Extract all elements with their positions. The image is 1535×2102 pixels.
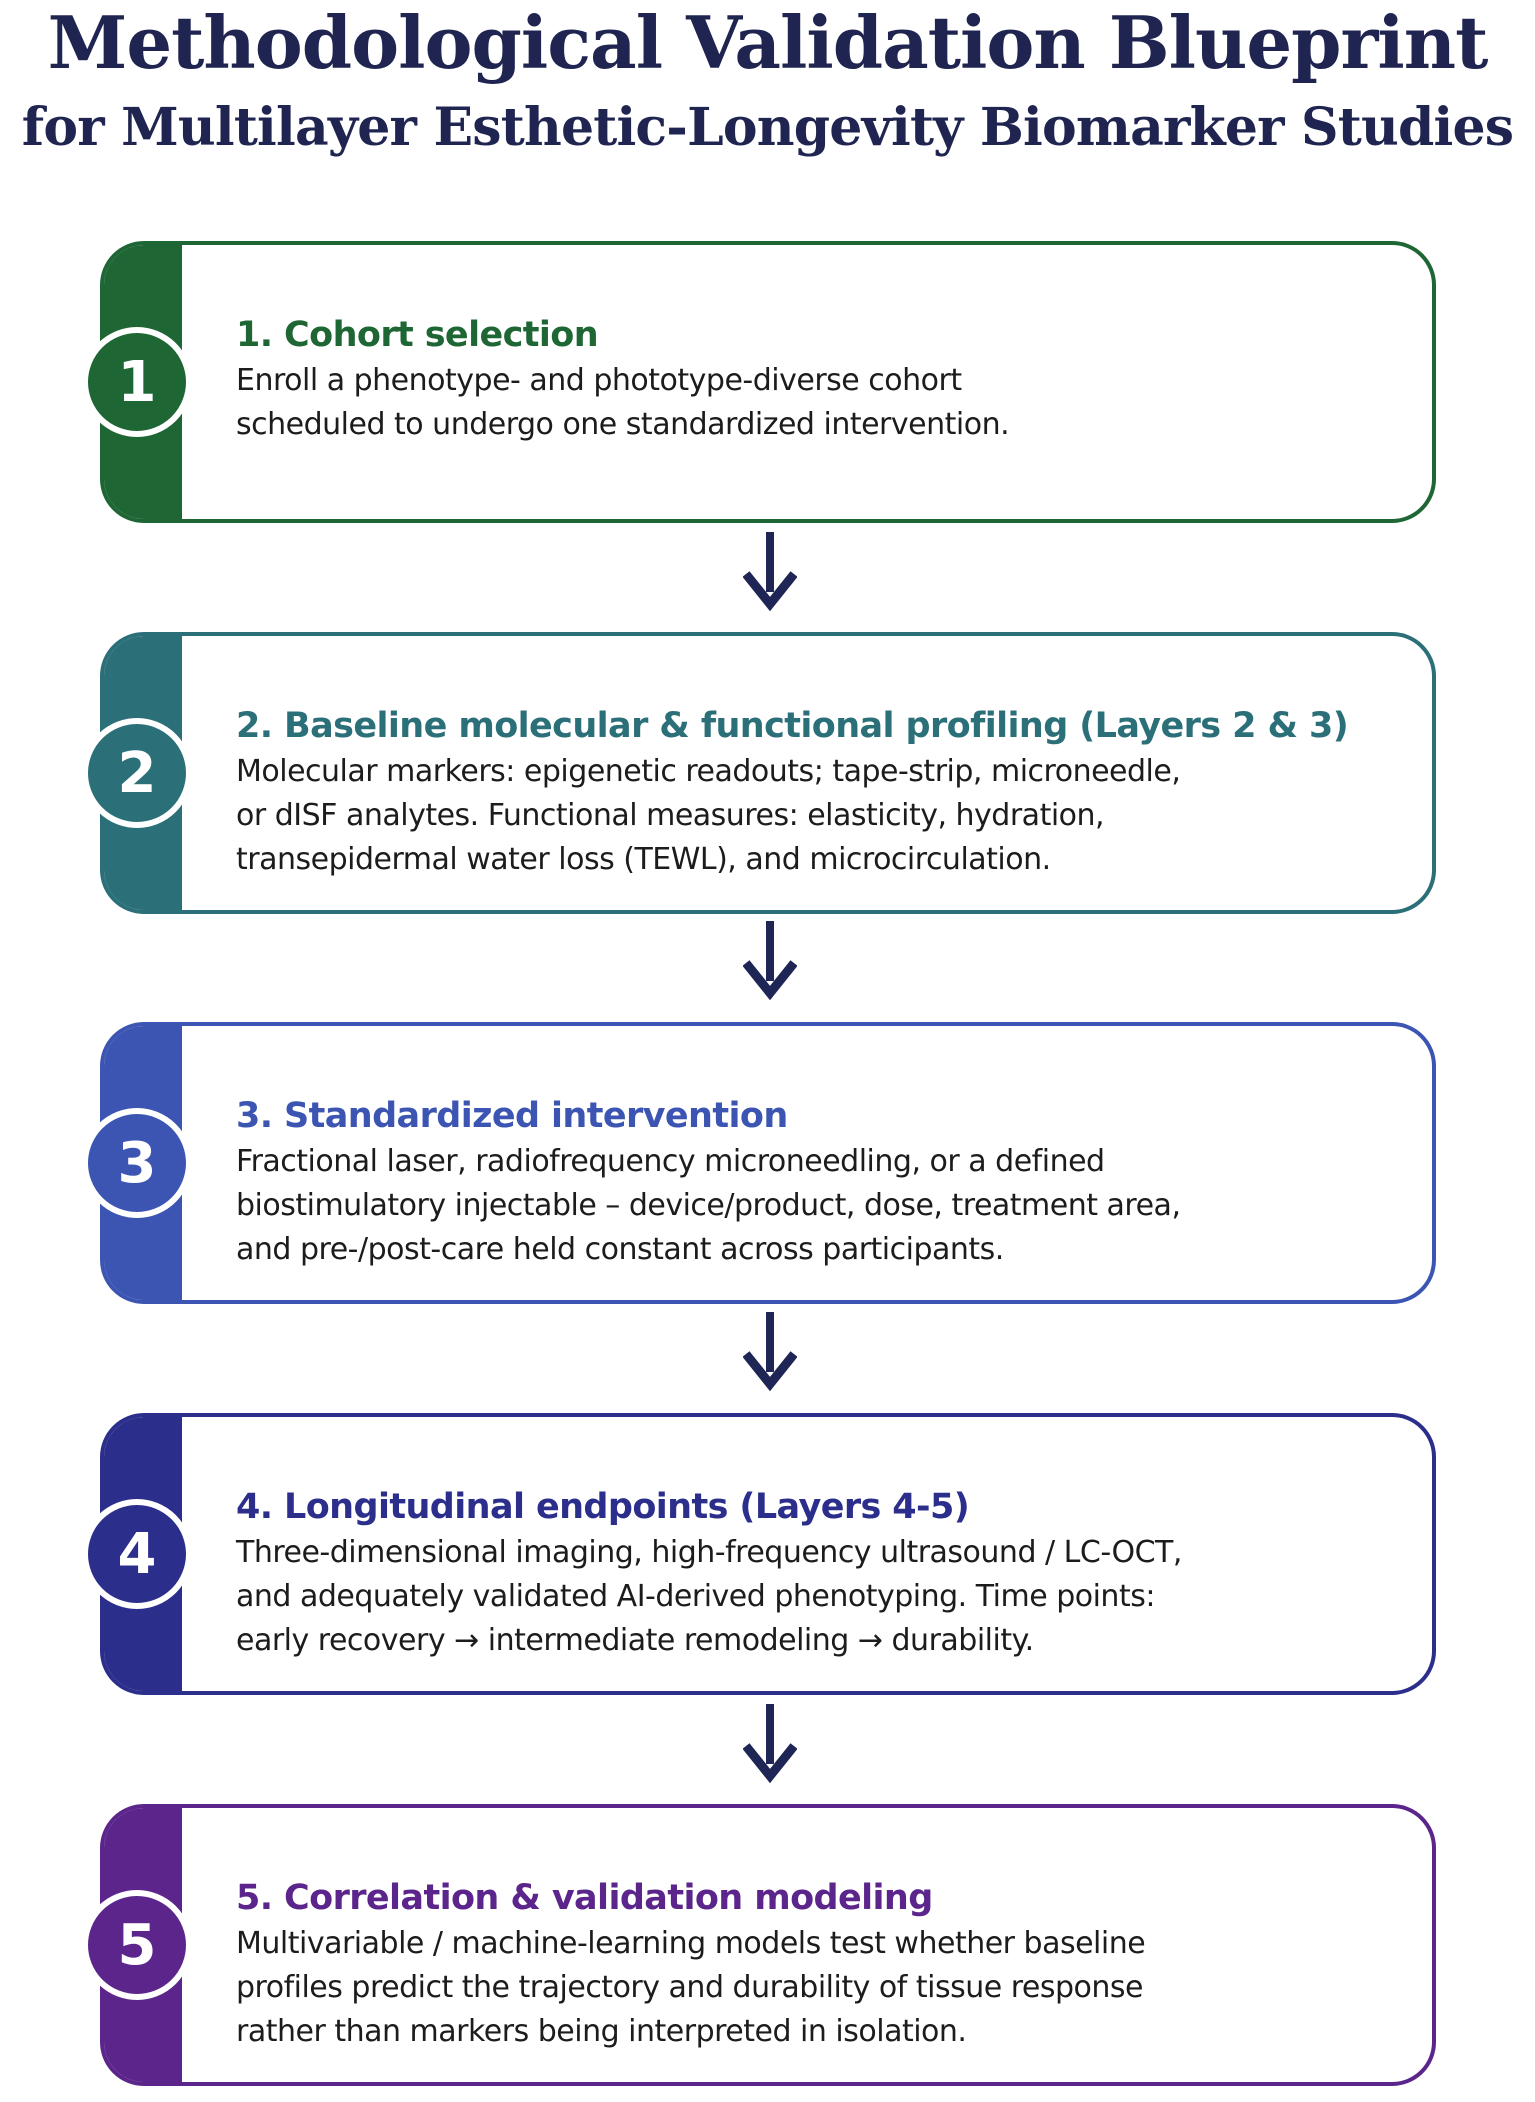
step-2-heading: 2. Baseline molecular & functional profi… bbox=[236, 706, 1349, 746]
step-3-number-badge: 3 bbox=[82, 1108, 192, 1218]
page-title: Methodological Validation Blueprint bbox=[47, 0, 1489, 85]
step-5-heading: 5. Correlation & validation modeling bbox=[236, 1878, 933, 1918]
step-1-box: 1. Cohort selection Enroll a phenotype- … bbox=[100, 241, 1436, 523]
step-3-description: Fractional laser, radiofrequency microne… bbox=[236, 1144, 1181, 1267]
step-1-heading: 1. Cohort selection bbox=[236, 315, 599, 355]
flow-arrow-2-to-3 bbox=[743, 921, 797, 1001]
step-1-number-badge: 1 bbox=[82, 327, 192, 437]
flow-arrow-1-to-2 bbox=[743, 532, 797, 612]
arrow-head bbox=[743, 1351, 797, 1392]
step-5-description: Multivariable / machine-learning models … bbox=[236, 1926, 1146, 2049]
page-subtitle: for Multilayer Esthetic-Longevity Biomar… bbox=[21, 97, 1514, 158]
step-4-description: Three-dimensional imaging, high-frequenc… bbox=[236, 1535, 1182, 1658]
flow-arrow-4-to-5 bbox=[743, 1704, 797, 1784]
step-4-number-badge: 4 bbox=[82, 1499, 192, 1609]
step-2-description: Molecular markers: epigenetic readouts; … bbox=[236, 754, 1181, 877]
step-4-heading: 4. Longitudinal endpoints (Layers 4-5) bbox=[236, 1487, 970, 1527]
step-2-text: 2. Baseline molecular & functional profi… bbox=[236, 704, 1412, 882]
step-3-text: 3. Standardized intervention Fractional … bbox=[236, 1094, 1412, 1272]
step-5-text: 5. Correlation & validation modeling Mul… bbox=[236, 1876, 1412, 2054]
step-5-number-badge: 5 bbox=[82, 1890, 192, 2000]
arrow-head bbox=[743, 1743, 797, 1784]
step-4-box: 4. Longitudinal endpoints (Layers 4-5) T… bbox=[100, 1413, 1436, 1695]
step-4-text: 4. Longitudinal endpoints (Layers 4-5) T… bbox=[236, 1485, 1412, 1663]
flow-arrow-3-to-4 bbox=[743, 1312, 797, 1392]
arrow-head bbox=[743, 571, 797, 612]
step-2-box: 2. Baseline molecular & functional profi… bbox=[100, 632, 1436, 914]
step-1-text: 1. Cohort selection Enroll a phenotype- … bbox=[236, 313, 1412, 447]
step-3-heading: 3. Standardized intervention bbox=[236, 1096, 788, 1136]
step-3-box: 3. Standardized intervention Fractional … bbox=[100, 1022, 1436, 1304]
step-1-description: Enroll a phenotype- and phototype-divers… bbox=[236, 363, 1010, 442]
step-2-number-badge: 2 bbox=[82, 718, 192, 828]
step-5-box: 5. Correlation & validation modeling Mul… bbox=[100, 1804, 1436, 2086]
arrow-head bbox=[743, 960, 797, 1001]
